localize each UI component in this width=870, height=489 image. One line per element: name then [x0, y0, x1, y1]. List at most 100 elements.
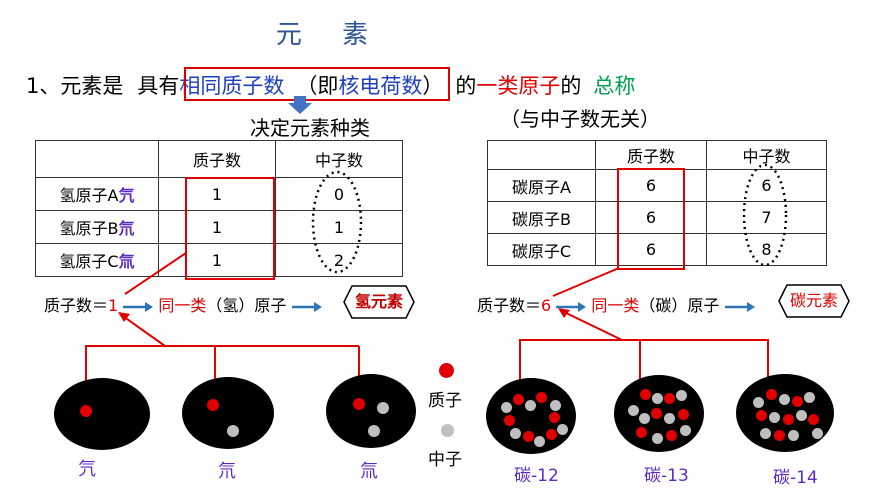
neutron-dot	[639, 413, 650, 424]
carbon-equation: 质子数＝6 同一类（碳）原子	[477, 292, 755, 316]
neutron-dot	[368, 425, 380, 437]
neutron-dot	[760, 428, 771, 439]
atom-label: 氚	[360, 461, 378, 482]
legend-neutron-dot	[441, 424, 454, 437]
definition-of2: 的	[560, 74, 582, 98]
paren-left: （即	[296, 74, 339, 98]
table-cell-name: 氢原子B氘	[35, 210, 159, 244]
proton-dot	[523, 431, 534, 442]
carbon-13-atom	[614, 375, 704, 452]
eq-atom: 原子	[687, 296, 720, 315]
nuclear-charge-text: 核电荷数	[338, 74, 423, 98]
proton-dot	[651, 408, 662, 419]
proton-dot	[640, 389, 651, 400]
table-cell-name: 碳原子C	[487, 233, 596, 266]
proton-dot	[80, 405, 92, 417]
paren-right: ）	[422, 74, 444, 98]
down-arrow-icon	[288, 96, 312, 114]
neutron-dot	[501, 402, 512, 413]
definition-prefix: 1、元素是	[26, 74, 124, 98]
proton-dot	[504, 415, 515, 426]
page-title: 元 素	[275, 20, 385, 50]
table-cell-protons: 1	[158, 177, 276, 211]
carbon-table: 质子数 中子数 碳原子A 6 6 碳原子B 6 7 碳原子C 6 8	[487, 140, 827, 266]
right-arrow-icon	[291, 301, 322, 312]
table-header: 质子数	[595, 140, 707, 170]
neutron-dot	[227, 425, 239, 437]
right-arrow-icon	[123, 301, 154, 312]
table-cell-protons: 6	[595, 233, 707, 266]
carbon-12-atom	[486, 378, 576, 454]
neutron-dot	[652, 433, 663, 444]
eq-label: 质子数＝	[477, 296, 542, 315]
neutron-dot	[779, 394, 790, 405]
neutron-dot	[753, 397, 764, 408]
definition-has: 具有	[137, 74, 180, 98]
proton-dot	[536, 392, 547, 403]
carbon-element-hexagon: 碳元素	[778, 284, 850, 318]
proton-dot	[783, 414, 794, 425]
table-cell-protons: 1	[158, 243, 276, 277]
proton-dot	[353, 398, 365, 410]
table-cell-protons: 6	[595, 201, 707, 234]
neutron-dot	[550, 400, 561, 411]
eq-label: 质子数＝	[44, 296, 109, 315]
legend-proton-label: 质子	[428, 391, 462, 411]
neutron-dot	[525, 400, 536, 411]
definition-of: 的	[455, 74, 477, 98]
general-term-text: 总称	[593, 74, 636, 98]
carbon-14-atom	[736, 374, 834, 452]
tritium-atom	[326, 374, 416, 448]
eq-atom: 原子	[254, 296, 287, 315]
table-header: 质子数	[158, 140, 276, 178]
neutron-dot	[534, 436, 545, 447]
neutron-dot	[676, 390, 687, 401]
highlight-box-proton	[184, 67, 450, 101]
hydrogen-equation: 质子数＝1 同一类（氢）原子	[44, 292, 322, 316]
note-neutron-irrelevant: （与中子数无关）	[500, 107, 660, 131]
one-type-atom-text: 一类原子	[476, 74, 561, 98]
legend-neutron-label: 中子	[428, 450, 462, 470]
hydrogen-table: 质子数 中子数 氢原子A氕 1 0 氢原子B氘 1 1 氢原子C氚 1 2	[35, 140, 403, 277]
atom-label: 碳-14	[773, 468, 818, 488]
eq-same-type: 同一类	[591, 296, 640, 315]
neutron-dot	[628, 405, 639, 416]
element-definition: 1、元素是具有相同质子数（即核电荷数）的一类原子的总称	[26, 70, 635, 100]
neutron-dot	[680, 425, 691, 436]
neutron-dot	[796, 410, 807, 421]
table-cell-name: 氢原子A氕	[35, 177, 159, 211]
neutron-dot	[664, 413, 675, 424]
same-proton-text: 相同质子数	[179, 74, 285, 98]
eq-same-type: 同一类	[158, 296, 207, 315]
proton-dot	[207, 399, 219, 411]
proton-dot	[666, 430, 677, 441]
proton-dot	[678, 409, 689, 420]
proton-dot	[513, 394, 524, 405]
hydrogen-element-label: 氢元素	[354, 292, 403, 311]
table-cell-neutrons: 6	[706, 169, 827, 202]
table-cell-name: 氢原子C氚	[35, 243, 159, 277]
hydrogen-proton-highlight	[185, 177, 275, 280]
legend-proton-dot	[439, 363, 454, 378]
eq-value: 1	[108, 296, 119, 315]
atom-label: 氕	[78, 459, 96, 480]
table-header	[487, 140, 596, 170]
eq-element-paren: （氢）	[206, 296, 255, 315]
eq-value: 6	[541, 296, 552, 315]
eq-element-paren: （碳）	[639, 296, 688, 315]
right-arrow-icon	[724, 301, 755, 312]
atom-label: 碳-12	[514, 466, 559, 486]
neutron-dot	[510, 428, 521, 439]
proton-dot	[664, 393, 675, 404]
table-cell-neutrons: 2	[275, 243, 403, 277]
deuterium-atom	[182, 377, 274, 449]
neutron-dot	[788, 430, 799, 441]
carbon-proton-highlight	[617, 168, 685, 270]
note-determine-type: 决定元素种类	[250, 116, 370, 140]
table-cell-neutrons: 8	[706, 233, 827, 266]
neutron-dot	[557, 424, 568, 435]
neutron-dot	[804, 392, 815, 403]
proton-dot	[808, 414, 819, 425]
proton-dot	[636, 427, 647, 438]
isotope-symbol: 氕	[118, 186, 135, 205]
